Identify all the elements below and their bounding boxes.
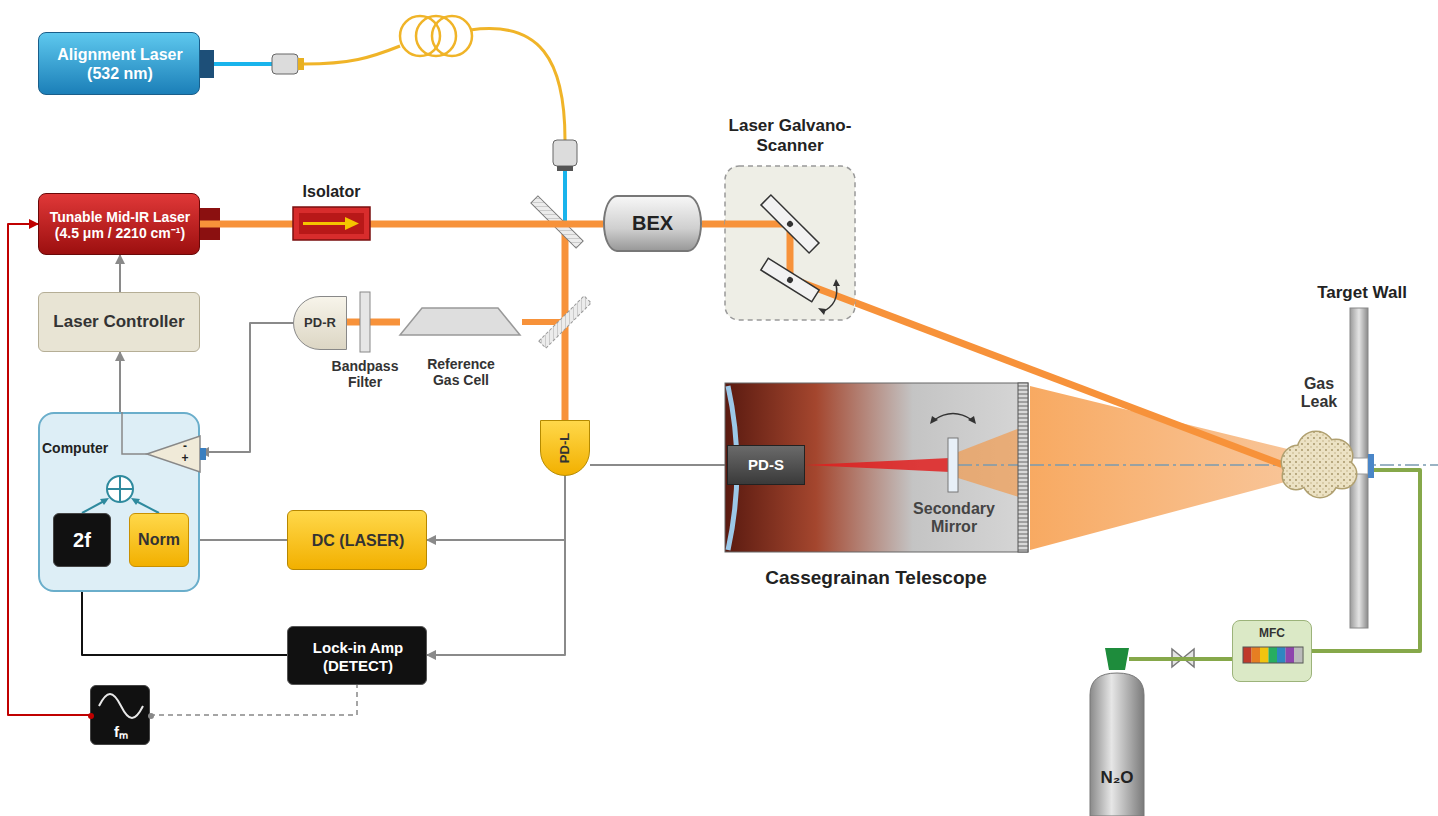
- laser-box: Tunable Mid-IR Laser (4.5 μm / 2210 cm⁻¹…: [38, 193, 200, 255]
- signal-wire: [590, 464, 727, 466]
- text-area: MFC: [1233, 625, 1311, 643]
- text-area: Laser Controller: [39, 293, 199, 351]
- text-area: PD-S: [728, 446, 804, 484]
- node-text: Laser Galvano-Scanner: [710, 116, 870, 155]
- text-area: Cassegrainan Telescope: [722, 564, 1030, 592]
- cassegrain-telescope: Cassegrainan Telescope PD-S: [722, 380, 1030, 595]
- text-area: 2f: [54, 514, 110, 566]
- node-text: PD-R: [304, 316, 336, 331]
- text-area: PD-R: [294, 297, 346, 349]
- node-text: fₘ: [114, 723, 128, 740]
- reference-gas-cell: Reference Gas Cell: [398, 304, 524, 394]
- text-area: Norm: [130, 514, 188, 566]
- text-area: N₂O: [1086, 763, 1148, 793]
- node-text: Tunable Mid-IR Laser (4.5 μm / 2210 cm⁻¹…: [42, 209, 198, 241]
- text-area: Reference Gas Cell: [416, 352, 506, 392]
- laser-beam: [370, 319, 400, 326]
- lock-in-amplifier: Lock-in Amp (DETECT): [287, 626, 427, 685]
- signal-wire: [150, 685, 357, 715]
- dc-block: DC (LASER): [287, 510, 427, 570]
- signal-wire: [200, 323, 293, 452]
- isolator: Isolator: [285, 180, 378, 242]
- node-text: PD-L: [558, 433, 573, 463]
- bandpass-filter: Bandpass Filter: [328, 290, 402, 394]
- beam-expander: BEX: [603, 195, 702, 252]
- node-text: Laser Controller: [53, 312, 184, 332]
- computer-box: Computer 2f Norm: [38, 412, 200, 592]
- node-text: Reference Gas Cell: [416, 356, 506, 388]
- node-text: Bandpass Filter: [328, 358, 402, 390]
- galvano-scanner: Laser Galvano-Scanner: [700, 108, 880, 324]
- node-text: DC (LASER): [312, 532, 404, 550]
- signal-wire: [119, 255, 121, 292]
- node-text: Alignment Laser (532 nm): [45, 46, 195, 83]
- node-text: Norm: [138, 531, 180, 549]
- sign-label: +: [179, 452, 191, 466]
- node-text: 2f: [73, 529, 91, 552]
- node-text: Cassegrainan Telescope: [765, 567, 986, 589]
- signal-wire: [427, 476, 565, 540]
- gas-cylinder: N₂O: [1086, 645, 1148, 816]
- text-area: Lock-in Amp (DETECT): [298, 627, 418, 686]
- node-text: Gas Leak: [1290, 375, 1348, 412]
- gas-cylinder-shape: [1086, 645, 1148, 816]
- signal-wire: [119, 352, 121, 412]
- text-area: Computer: [42, 438, 118, 458]
- node-text: Lock-in Amp (DETECT): [298, 639, 418, 674]
- 2f-block: 2f: [53, 513, 111, 567]
- text-area: Alignment Laser (532 nm): [45, 33, 195, 96]
- node-text: BEX: [632, 212, 673, 235]
- signal-generator: fₘ: [90, 685, 150, 745]
- node-text: PD-S: [748, 456, 784, 473]
- text-area: DC (LASER): [308, 511, 408, 571]
- laser-box: Alignment Laser (532 nm): [38, 32, 200, 95]
- laser-beam: [347, 319, 360, 326]
- node-text: Target Wall: [1317, 283, 1407, 303]
- cassegrain-telescope-shape: [722, 380, 1030, 595]
- photodetector: PD-S: [727, 445, 805, 485]
- text-area: Gas Leak: [1290, 372, 1348, 414]
- gas-leak-cloud: Gas Leak: [1276, 370, 1362, 502]
- signal-wire: [427, 476, 565, 655]
- text-area: Laser Galvano-Scanner: [710, 108, 870, 164]
- photodetector: PD-L: [540, 420, 590, 476]
- text-area: PD-L: [538, 424, 592, 472]
- laser-beam: [370, 221, 603, 228]
- text-area: Target Wall: [1300, 280, 1424, 306]
- text-area: BEX: [605, 197, 700, 250]
- text-area: Tunable Mid-IR Laser (4.5 μm / 2210 cm⁻¹…: [42, 194, 198, 256]
- controller-box: Laser Controller: [38, 292, 200, 352]
- text-area: Bandpass Filter: [328, 354, 402, 394]
- node-text: N₂O: [1100, 768, 1133, 788]
- photodetector: PD-R: [293, 296, 347, 350]
- norm-block: Norm: [129, 513, 189, 567]
- gas-line: [1129, 657, 1232, 661]
- mass-flow-controller: MFC: [1232, 620, 1312, 682]
- text-area: Isolator: [285, 180, 378, 204]
- laser-beam: [200, 221, 293, 228]
- text-area: fₘ: [91, 720, 151, 744]
- laser-beam: [702, 221, 725, 228]
- node-text: MFC: [1259, 627, 1285, 641]
- node-text: Computer: [42, 440, 108, 456]
- part-label: Secondary Mirror: [898, 500, 1010, 537]
- signal-wire: [189, 539, 287, 541]
- node-text: Isolator: [303, 183, 361, 201]
